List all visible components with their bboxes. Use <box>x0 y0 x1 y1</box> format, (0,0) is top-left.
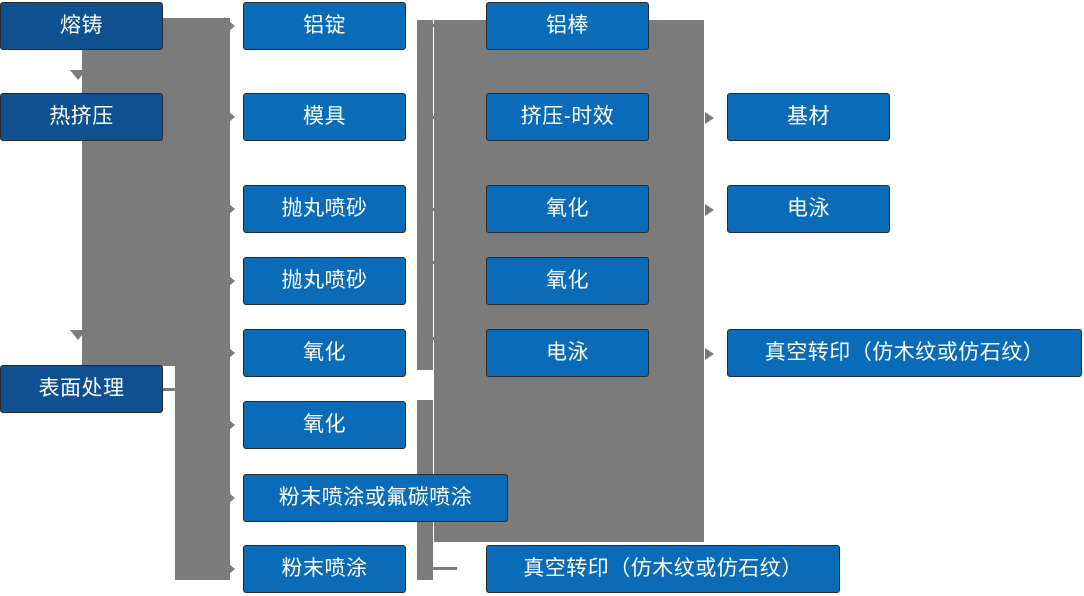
connector-arrow-to-input-5 <box>224 344 235 362</box>
process-label: 电泳 <box>546 341 589 365</box>
input-box-shot-blasting-1[interactable]: 抛丸喷砂 <box>243 183 409 235</box>
input-label: 氧化 <box>303 413 346 437</box>
process-label: 氧化 <box>546 197 589 221</box>
stage-label: 表面处理 <box>38 377 125 401</box>
connector-spine-upper <box>417 20 433 370</box>
output-label: 基材 <box>787 105 830 129</box>
connector-block-left-upper <box>82 18 230 366</box>
input-label: 抛丸喷砂 <box>281 269 368 293</box>
connector-arrow-to-output-3 <box>705 348 714 360</box>
process-label: 真空转印（仿木纹或仿石纹） <box>523 557 803 581</box>
connector-arrow-to-input-8 <box>224 560 235 578</box>
output-box-base-material[interactable]: 基材 <box>727 91 893 143</box>
input-box-powder-or-fluorocarbon-coating[interactable]: 粉末喷涂或氟碳喷涂 <box>243 472 511 524</box>
connector-arrow-to-input-7 <box>224 489 235 507</box>
stage-box-melting-casting[interactable]: 熔铸 <box>0 2 163 50</box>
connector-arrow-to-input-2 <box>224 108 235 126</box>
connector-spine-stub-6 <box>433 567 457 570</box>
process-box-oxidation-2[interactable]: 氧化 <box>486 255 652 307</box>
output-box-electrophoresis[interactable]: 电泳 <box>727 183 893 235</box>
process-box-extrusion-aging[interactable]: 挤压-时效 <box>486 91 652 143</box>
input-label: 模具 <box>303 105 346 129</box>
connector-arrow-to-output-1 <box>705 112 714 124</box>
connector-stub-surface-treatment <box>163 388 183 391</box>
stage-box-surface-treatment[interactable]: 表面处理 <box>0 365 163 413</box>
process-label: 氧化 <box>546 269 589 293</box>
output-label: 真空转印（仿木纹或仿石纹） <box>764 341 1045 365</box>
process-box-oxidation-1[interactable]: 氧化 <box>486 183 652 235</box>
process-box-aluminum-bar[interactable]: 铝棒 <box>486 0 652 52</box>
input-box-shot-blasting-2[interactable]: 抛丸喷砂 <box>243 255 409 307</box>
process-box-electrophoresis[interactable]: 电泳 <box>486 327 652 379</box>
connector-block-left-lower <box>175 366 230 580</box>
process-label: 挤压-时效 <box>520 105 615 129</box>
input-label: 粉末喷涂或氟碳喷涂 <box>278 486 473 510</box>
connector-arrow-down-to-surface <box>70 330 86 340</box>
connector-arrow-down-to-extrusion <box>70 70 86 80</box>
input-label: 氧化 <box>303 341 346 365</box>
connector-arrow-to-input-1 <box>224 17 235 35</box>
input-label: 抛丸喷砂 <box>281 197 368 221</box>
process-box-vacuum-transfer-printing[interactable]: 真空转印（仿木纹或仿石纹） <box>486 543 843 595</box>
connector-arrow-to-input-4 <box>224 272 235 290</box>
input-box-oxidation-2[interactable]: 氧化 <box>243 399 409 451</box>
input-box-oxidation-1[interactable]: 氧化 <box>243 327 409 379</box>
input-label: 粉末喷涂 <box>281 557 368 581</box>
output-box-vacuum-transfer-printing[interactable]: 真空转印（仿木纹或仿石纹） <box>727 327 1084 379</box>
connector-arrow-to-output-2 <box>705 204 714 216</box>
input-label: 铝锭 <box>303 14 346 38</box>
stage-box-hot-extrusion[interactable]: 热挤压 <box>0 93 163 141</box>
input-box-aluminum-ingot[interactable]: 铝锭 <box>243 0 409 52</box>
process-label: 铝棒 <box>546 14 589 38</box>
input-box-mold[interactable]: 模具 <box>243 91 409 143</box>
input-box-powder-coating[interactable]: 粉末喷涂 <box>243 543 409 595</box>
output-label: 电泳 <box>787 197 830 221</box>
connector-arrow-to-input-3 <box>224 200 235 218</box>
connector-arrow-to-input-6 <box>224 416 235 434</box>
stage-label: 熔铸 <box>60 14 103 38</box>
stage-label: 热挤压 <box>49 105 114 129</box>
